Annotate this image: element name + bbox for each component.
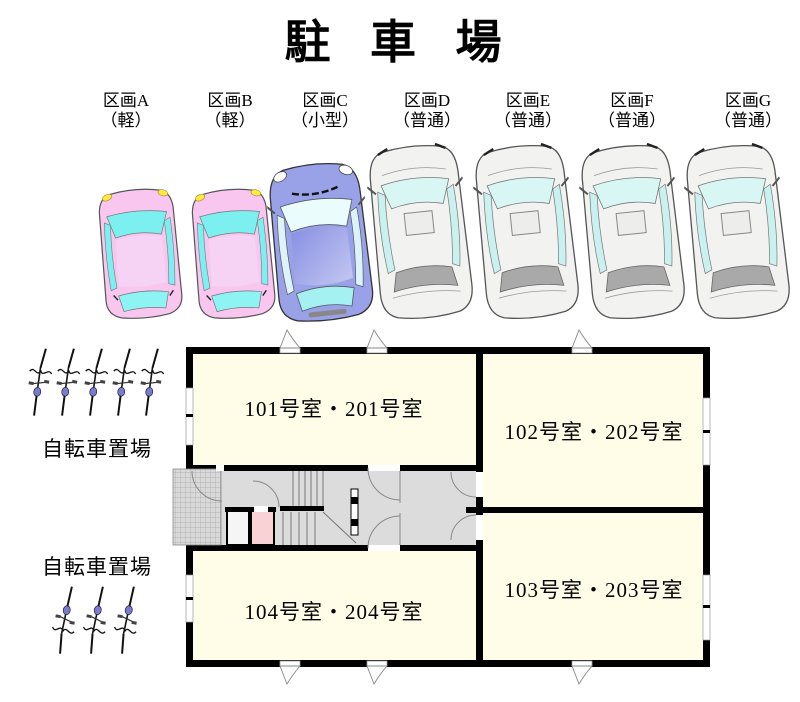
car-space-B — [193, 186, 273, 320]
space-label-C: 区画C（小型） — [291, 91, 359, 131]
car-space-A — [100, 186, 180, 320]
car-kei-icon — [187, 183, 278, 323]
floor-plan — [172, 328, 711, 686]
space-label-G: 区画G（普通） — [714, 91, 782, 131]
car-sedan-icon — [575, 137, 689, 324]
room-label-102-202: 102号室・202号室 — [504, 420, 684, 444]
car-space-F — [584, 142, 680, 320]
car-sedan-icon — [363, 137, 477, 324]
room-label-104-204: 104号室・204号室 — [244, 600, 424, 624]
space-label-A: 区画A（軽） — [100, 91, 152, 131]
bicycle-area-bottom-label: 自転車置場 — [42, 555, 152, 579]
bicycle-area-top-label: 自転車置場 — [42, 437, 152, 461]
space-label-F: 区画F（普通） — [598, 91, 666, 131]
space-label-E: 区画E（普通） — [494, 91, 562, 131]
car-space-E — [478, 142, 574, 320]
car-compact-icon — [263, 154, 378, 326]
car-sedan-icon — [469, 137, 583, 324]
car-sedan-icon — [680, 137, 794, 324]
space-label-B: 区画B（軽） — [204, 91, 256, 131]
car-space-G — [689, 142, 785, 320]
room-label-103-203: 103号室・203号室 — [504, 578, 684, 602]
space-label-D: 区画D（普通） — [393, 91, 461, 131]
car-space-C — [271, 159, 369, 322]
page-title: 駐 車 場 — [284, 17, 516, 68]
bicycle-area-bottom — [52, 584, 140, 656]
bicycle-area-top — [26, 346, 164, 418]
car-space-D — [372, 142, 468, 320]
room-label-101-201: 101号室・201号室 — [244, 397, 424, 421]
car-kei-icon — [94, 183, 185, 323]
